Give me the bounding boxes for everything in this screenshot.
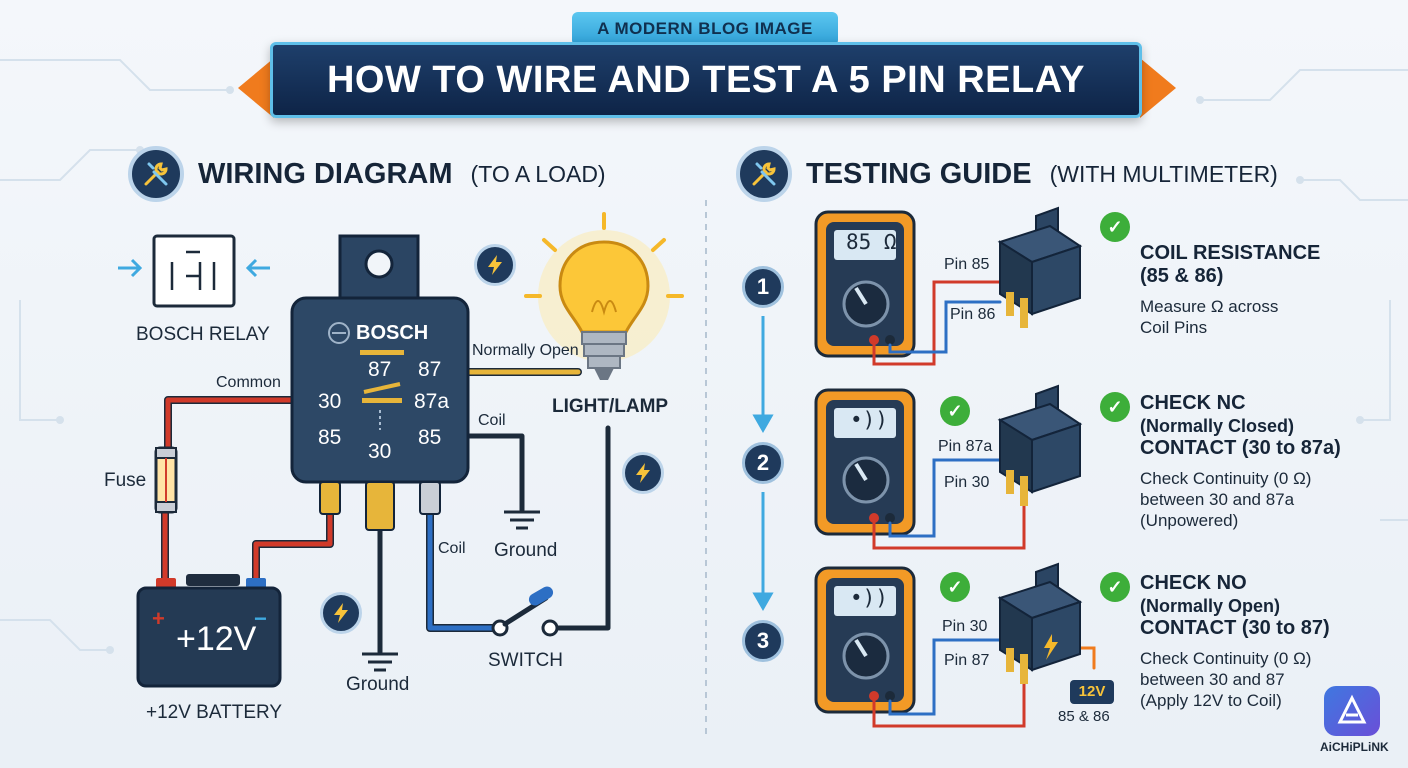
- step-2-title-line-1: CHECK NC: [1140, 392, 1246, 414]
- step-3-desc-line-3: (Apply 12V to Coil): [1140, 691, 1282, 710]
- header-subtitle: A MODERN BLOG IMAGE: [572, 12, 838, 46]
- wrench-screwdriver-icon: [128, 146, 184, 202]
- relay-icon: [997, 384, 1083, 506]
- relay-pin-85-left: 85: [318, 426, 342, 449]
- probe-label-pin-87: Pin 87: [944, 652, 990, 669]
- multimeter-icon: [814, 210, 916, 358]
- multimeter-icon: [814, 388, 916, 536]
- light-bulb-icon: [524, 212, 684, 380]
- title-ribbon-right: [1140, 58, 1176, 118]
- testing-subtitle: (WITH MULTIMETER): [1049, 160, 1278, 187]
- lightning-bolt-icon: [622, 452, 664, 494]
- normally-open-label: Normally Open: [472, 342, 579, 359]
- step-1-title-line-1: COIL RESISTANCE: [1140, 242, 1321, 264]
- testing-section-header: TESTING GUIDE (WITH MULTIMETER): [736, 146, 1278, 202]
- fuse-label: Fuse: [104, 470, 147, 491]
- battery-plus-sign: +: [152, 606, 165, 631]
- ground-label-bottom: Ground: [346, 674, 410, 695]
- checkmark-icon: ✓: [1100, 572, 1130, 602]
- probe-label-pin-87a: Pin 87a: [938, 438, 993, 455]
- battery-voltage: +12V: [176, 620, 257, 658]
- title-ribbon-left: [238, 58, 274, 118]
- step-2-desc-line-1: Check Continuity (0 Ω): [1140, 469, 1312, 488]
- step-2-desc-line-2: between 30 and 87a: [1140, 490, 1295, 509]
- relay-pin-87-top: 87: [368, 358, 392, 381]
- brand-name: AiCHiPLiNK: [1320, 740, 1389, 754]
- probe-leads: [872, 280, 1096, 728]
- step-2-badge: 2: [742, 442, 784, 484]
- wiring-section-header: WIRING DIAGRAM (TO A LOAD): [128, 146, 606, 202]
- probe-label-pin-30: Pin 30: [944, 474, 990, 491]
- multimeter-icon: [814, 566, 916, 714]
- relay-icon: [997, 562, 1083, 684]
- step-3-desc-line-1: Check Continuity (0 Ω): [1140, 649, 1312, 668]
- checkmark-icon: ✓: [940, 396, 970, 426]
- battery-icon: [136, 574, 282, 688]
- wiring-title: WIRING DIAGRAM: [198, 157, 453, 190]
- relay-pin-30: 30: [318, 390, 342, 413]
- wiring-subtitle: (TO A LOAD): [470, 160, 606, 187]
- meter-1-reading: 85 Ω: [846, 230, 897, 254]
- battery-label: +12V BATTERY: [146, 702, 283, 723]
- checkmark-icon: ✓: [1100, 392, 1130, 422]
- meter-3-reading: •)): [850, 586, 888, 610]
- step-1-desc-line-1: Measure Ω across: [1140, 297, 1279, 316]
- step-3-badge: 3: [742, 620, 784, 662]
- step-1-badge: 1: [742, 266, 784, 308]
- lightning-bolt-icon: [474, 244, 516, 286]
- coil-label-top: Coil: [478, 412, 506, 429]
- probe-label-pin-85: Pin 85: [944, 256, 990, 273]
- testing-title: TESTING GUIDE: [806, 157, 1032, 190]
- relay-pin-87a: 87a: [414, 390, 450, 413]
- step-1-title-line-2: (85 & 86): [1140, 265, 1224, 287]
- lightning-bolt-icon: [320, 592, 362, 634]
- logo-icon: [1324, 686, 1380, 736]
- power-pins-label: 85 & 86: [1058, 708, 1110, 725]
- relay-pin-87: 87: [418, 358, 442, 381]
- ground-label-right: Ground: [494, 540, 558, 561]
- power-badge: 12V: [1070, 680, 1114, 704]
- step-3-desc-line-2: between 30 and 87: [1140, 670, 1285, 689]
- ground-symbol-icon: [362, 510, 540, 672]
- relay-pin-30-bottom: 30: [368, 440, 392, 463]
- probe-label-pin-30-b: Pin 30: [942, 618, 988, 635]
- checkmark-icon: ✓: [940, 572, 970, 602]
- relay-pin-85-right: 85: [418, 426, 442, 449]
- switch-label: SWITCH: [488, 650, 563, 671]
- relay-brand: BOSCH: [356, 322, 429, 344]
- step-2-desc-line-3: (Unpowered): [1140, 511, 1239, 530]
- step-3-title-line-3: CONTACT (30 to 87): [1140, 617, 1330, 639]
- fuse-icon: [154, 446, 178, 514]
- relay-symbol-label: BOSCH RELAY: [136, 324, 270, 345]
- step-3-title-line-2: (Normally Open): [1140, 596, 1281, 616]
- background-circuit-traces: [0, 59, 1408, 651]
- relay-terminals: [319, 481, 441, 531]
- common-label: Common: [216, 374, 281, 391]
- battery-minus-sign: −: [254, 606, 267, 631]
- wrench-screwdriver-icon: [736, 146, 792, 202]
- relay-icon: [997, 206, 1083, 328]
- page-title: HOW TO WIRE AND TEST A 5 PIN RELAY: [270, 42, 1142, 118]
- checkmark-icon: ✓: [1100, 212, 1130, 242]
- step-2-title-line-3: CONTACT (30 to 87a): [1140, 437, 1341, 459]
- relay-symbol-icon: [118, 234, 270, 308]
- probe-label-pin-86: Pin 86: [950, 306, 996, 323]
- step-flow-arrows: [752, 316, 774, 612]
- coil-label-bottom: Coil: [438, 540, 466, 557]
- meter-2-reading: •)): [850, 408, 888, 432]
- step-1-desc-line-2: Coil Pins: [1140, 318, 1208, 337]
- step-2-title-line-2: (Normally Closed): [1140, 416, 1295, 436]
- switch-icon: [491, 586, 559, 637]
- step-3-title-line-1: CHECK NO: [1140, 572, 1247, 594]
- relay-module: [290, 234, 470, 484]
- light-lamp-label: LIGHT/LAMP: [552, 396, 669, 417]
- wiring-lines: [161, 368, 611, 655]
